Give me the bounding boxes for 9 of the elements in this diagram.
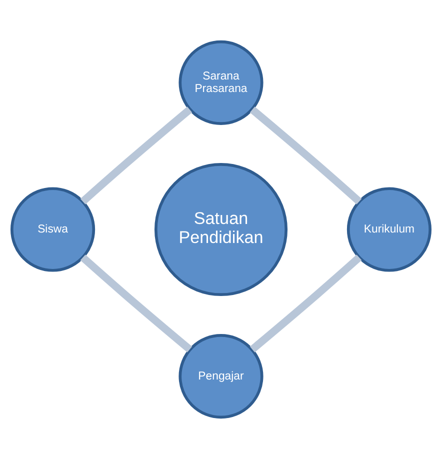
node-circle: Pengajar — [178, 334, 264, 418]
connector — [250, 106, 362, 204]
connector — [80, 106, 192, 204]
node-circle: Satuan Pendidikan — [154, 162, 288, 296]
connector — [250, 254, 362, 352]
connector — [80, 254, 192, 352]
node-circle: Sarana Prasarana — [178, 40, 264, 124]
node-circle: Siswa — [10, 186, 96, 272]
node-circle: Kurikulum — [346, 186, 432, 272]
